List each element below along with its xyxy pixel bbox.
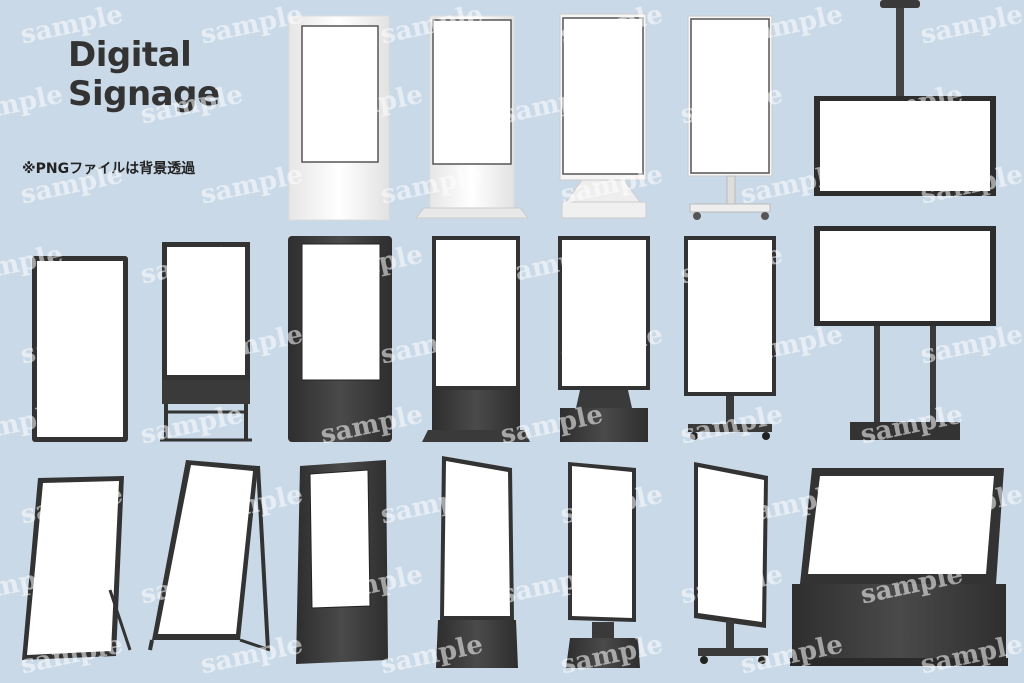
dark-floor-display-stand	[814, 226, 996, 440]
dark-easel-stand	[160, 242, 252, 442]
page-title: Digital Signage	[68, 35, 220, 115]
angled-pedestal-kiosk	[436, 456, 518, 668]
white-kiosk-4	[687, 15, 773, 220]
white-kiosk-1	[288, 15, 390, 221]
dark-wheeled-stand	[684, 236, 776, 440]
white-kiosk-2	[414, 15, 530, 219]
title-line-2: Signage	[68, 74, 220, 115]
angled-dark-kiosk	[296, 460, 388, 664]
dark-pedestal-kiosk	[422, 236, 530, 442]
dark-a-frame-stand	[32, 256, 128, 442]
angled-wheeled-stand	[694, 462, 768, 664]
leaning-a-frame	[148, 460, 271, 652]
white-kiosk-3	[559, 13, 647, 219]
leaning-floor-stand	[22, 476, 132, 660]
dark-console-kiosk	[790, 468, 1008, 666]
dark-slim-kiosk	[558, 236, 650, 442]
title-line-1: Digital	[68, 35, 192, 75]
dark-tall-kiosk	[288, 236, 392, 442]
angled-slim-kiosk	[566, 462, 640, 668]
transparency-note: ※PNGファイルは背景透過	[22, 161, 196, 177]
ceiling-mounted-display	[814, 0, 996, 196]
